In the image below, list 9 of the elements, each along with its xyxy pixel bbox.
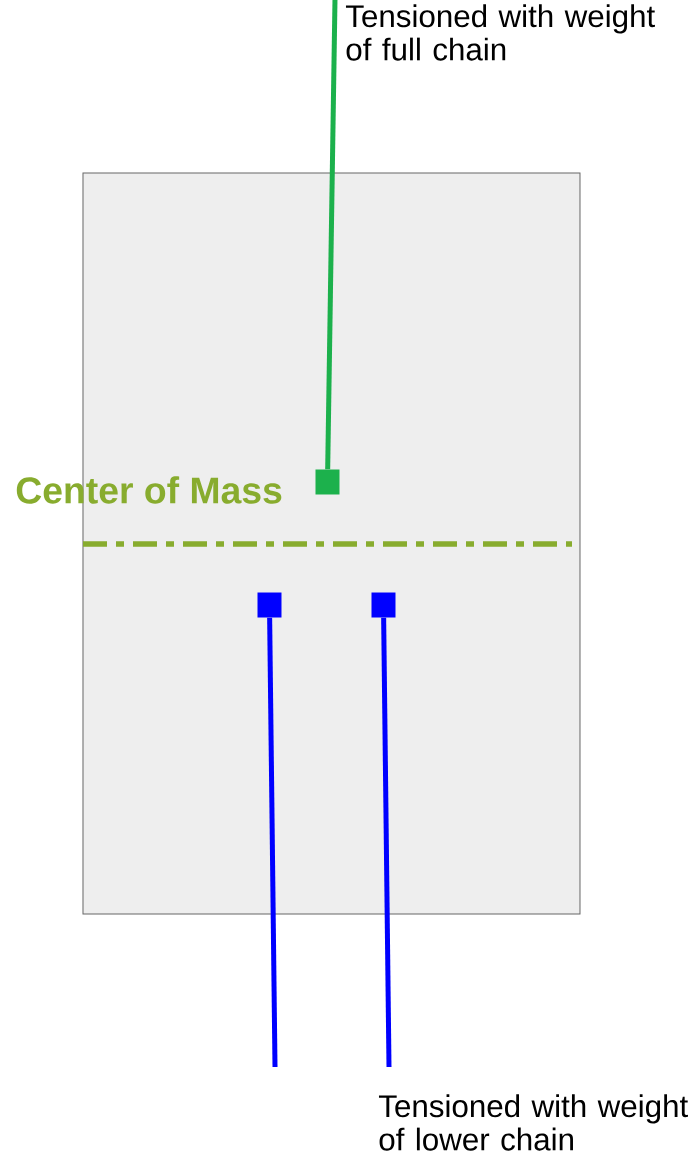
note-text: Tensioned with weight of lower chain xyxy=(379,1094,688,1151)
note-text: Tensioned with weight of full chain xyxy=(346,4,655,61)
center-of-mass-label: Center of Mass xyxy=(16,476,282,504)
attachment-point xyxy=(371,592,396,618)
chain-line xyxy=(267,617,278,1068)
chain-line xyxy=(381,617,392,1068)
attachment-point xyxy=(315,469,340,495)
chain-line xyxy=(325,0,338,470)
attachment-point xyxy=(257,592,282,618)
